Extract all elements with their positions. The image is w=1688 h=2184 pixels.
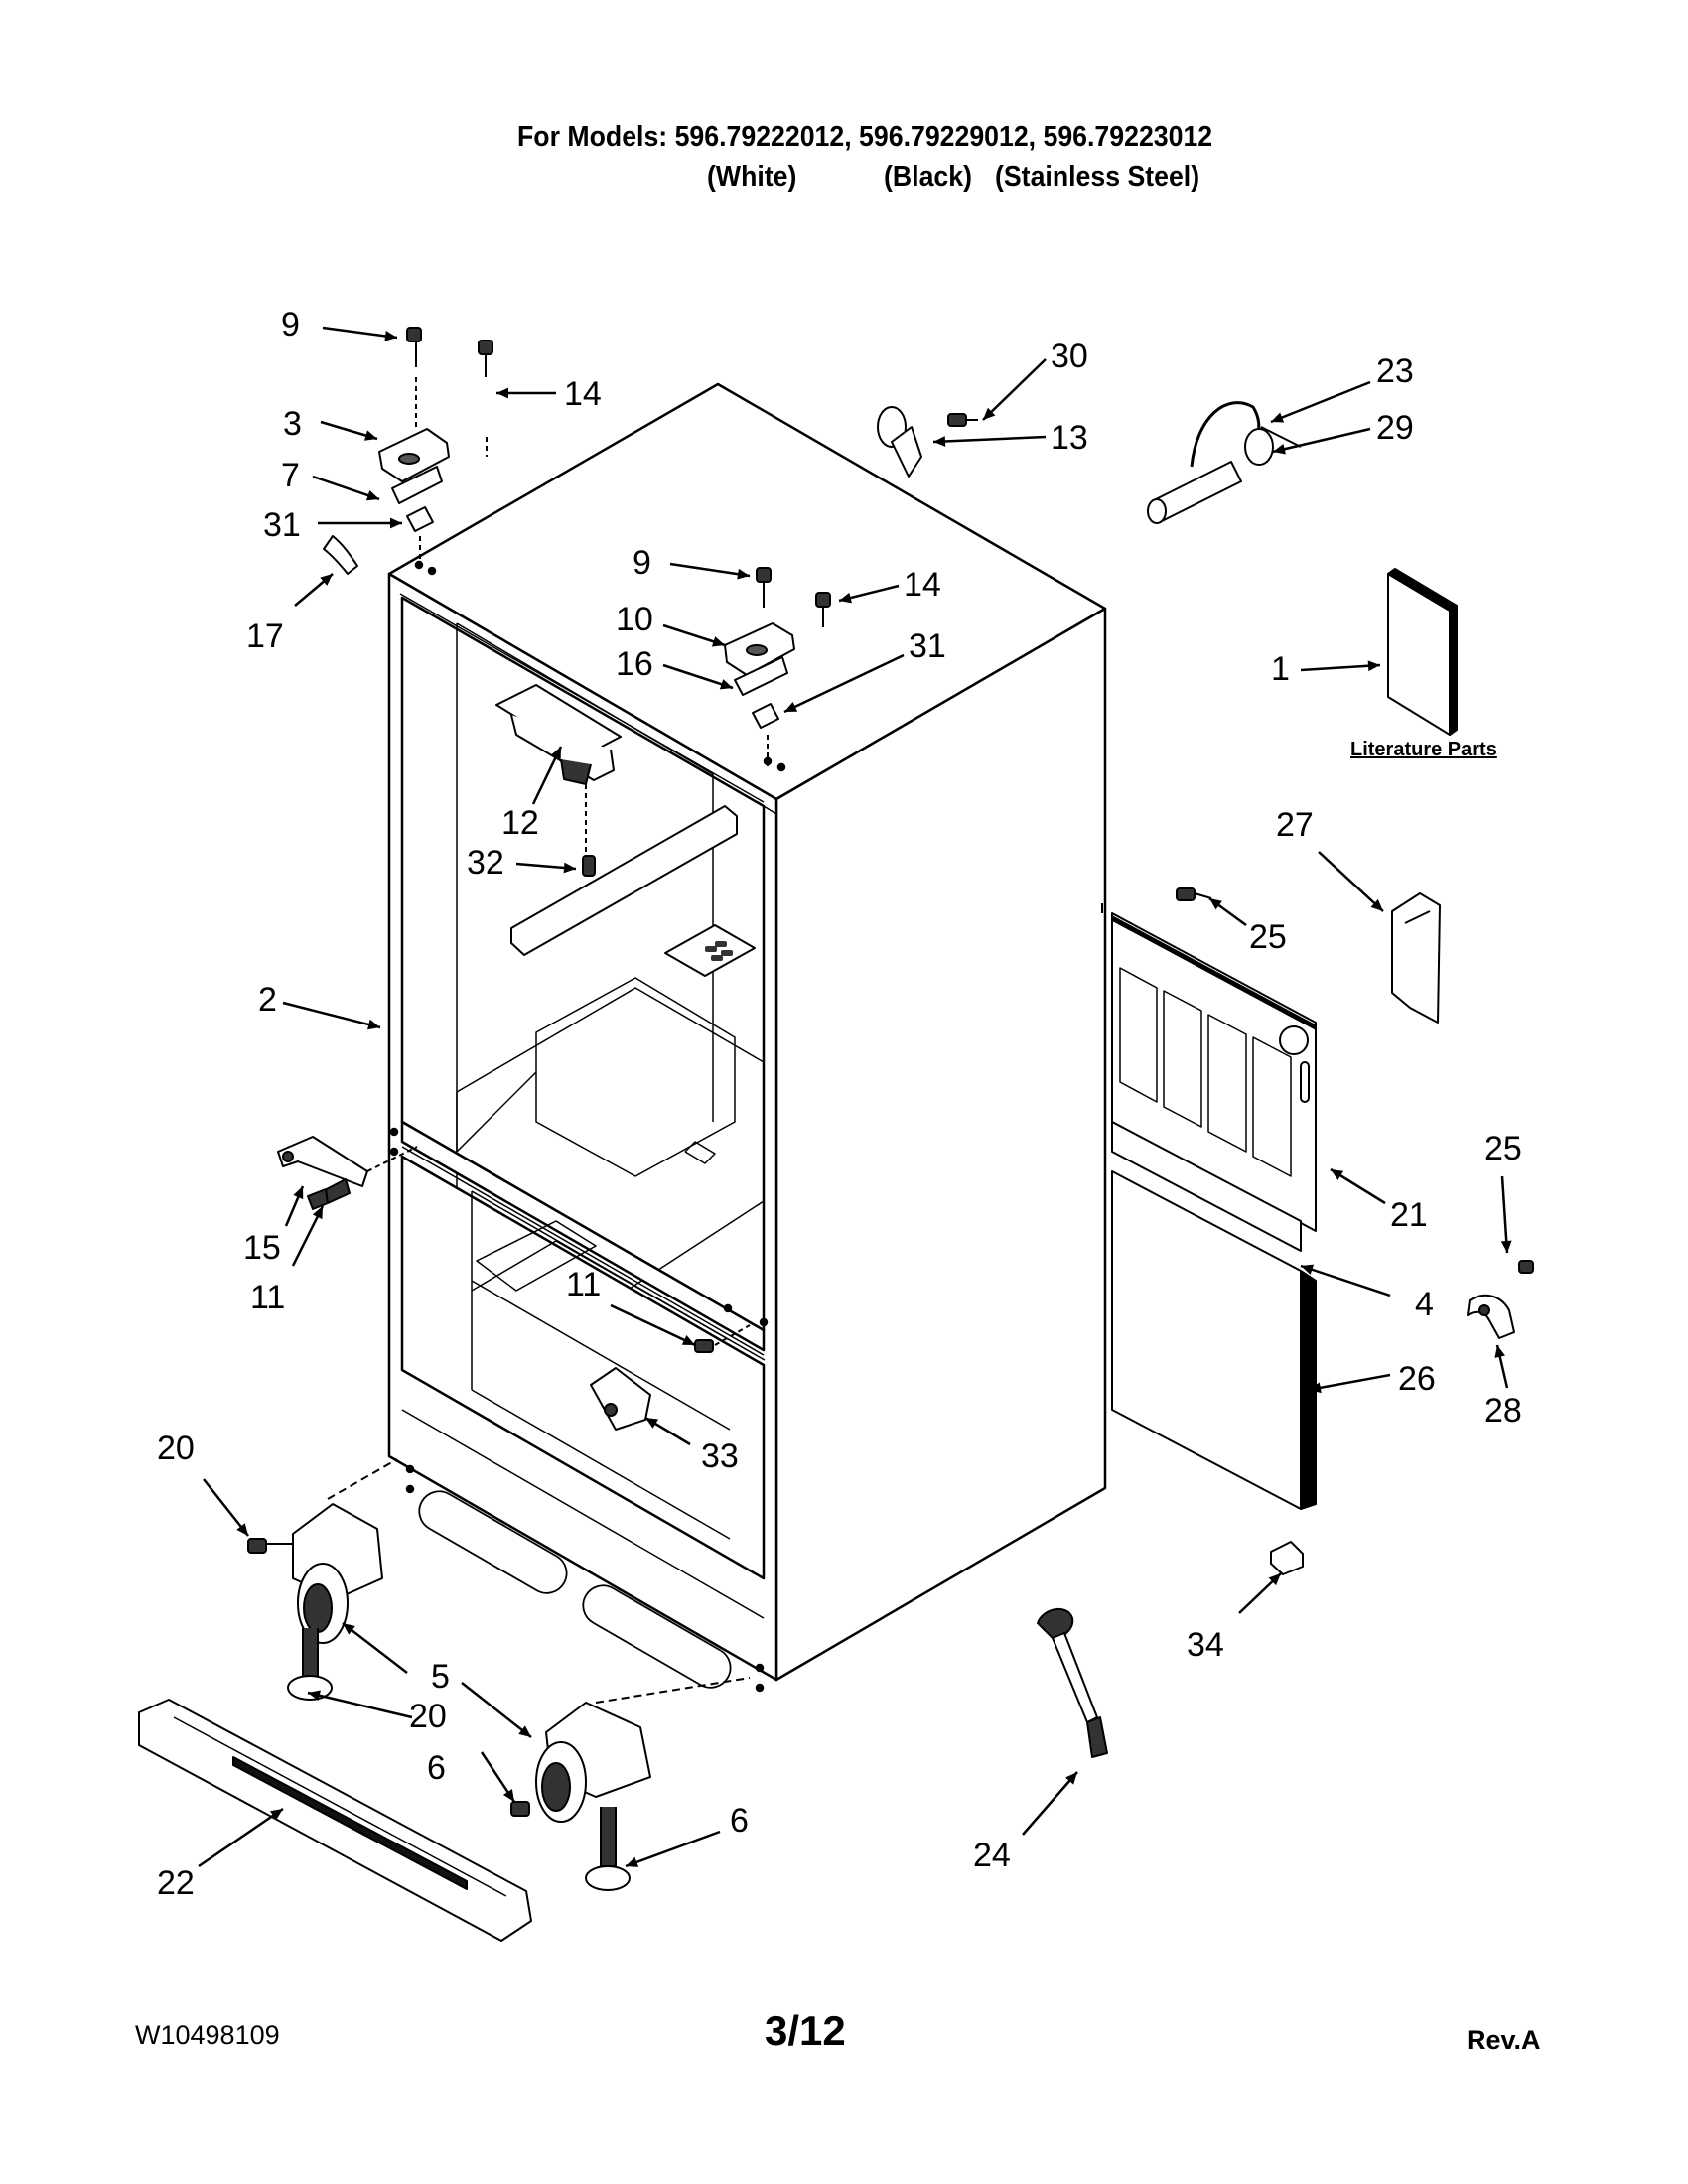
shelf-bracket xyxy=(510,805,738,956)
callout-1: 1 xyxy=(1271,650,1290,688)
literature-parts xyxy=(1387,568,1458,736)
part-21-rear-panel xyxy=(1110,912,1318,1232)
callout-3: 3 xyxy=(283,405,302,443)
top-hinge-left xyxy=(378,327,493,571)
parts xyxy=(138,327,1534,1942)
callout-31-a: 31 xyxy=(263,506,301,544)
callout-7: 7 xyxy=(281,457,300,494)
part-22-grille xyxy=(138,1699,532,1942)
callout-14-a: 14 xyxy=(564,375,602,413)
callout-16: 16 xyxy=(616,645,653,683)
models-line: For Models: 596.79222012, 596.79229012, … xyxy=(517,121,1213,153)
color-black: (Black) xyxy=(884,161,972,193)
color-stainless-steel: (Stainless Steel) xyxy=(995,161,1200,193)
callout-29: 29 xyxy=(1376,409,1414,447)
document-number: W10498109 xyxy=(135,2020,280,2050)
part-27 xyxy=(1391,892,1441,1024)
callout-10: 10 xyxy=(616,601,653,638)
part-17 xyxy=(323,535,358,575)
callout-28: 28 xyxy=(1484,1392,1522,1430)
callout-20-b: 20 xyxy=(409,1698,447,1735)
part-12 xyxy=(495,684,622,877)
callout-4: 4 xyxy=(1415,1286,1434,1323)
callout-9-b: 9 xyxy=(633,544,651,582)
callout-26: 26 xyxy=(1398,1360,1436,1398)
callout-17: 17 xyxy=(246,617,284,655)
callout-9-a: 9 xyxy=(281,306,300,343)
callout-24: 24 xyxy=(973,1837,1011,1874)
callout-32: 32 xyxy=(467,844,504,882)
part-24-tool xyxy=(1037,1608,1108,1758)
callout-2: 2 xyxy=(258,981,277,1019)
literature-parts-label: Literature Parts xyxy=(1350,739,1497,760)
callout-25-b: 25 xyxy=(1484,1130,1522,1167)
callout-27: 27 xyxy=(1276,806,1314,844)
callout-11-a: 11 xyxy=(250,1279,285,1316)
part-34 xyxy=(1270,1541,1304,1575)
callout-6-b: 6 xyxy=(730,1802,749,1840)
callout-34: 34 xyxy=(1187,1626,1224,1664)
revision: Rev.A xyxy=(1467,2025,1541,2055)
callout-15: 15 xyxy=(243,1229,281,1267)
page-number: 3/12 xyxy=(765,2007,846,2054)
callouts xyxy=(198,326,1512,1868)
part-15-bracket xyxy=(277,1136,418,1210)
part-33-bracket xyxy=(590,1367,651,1431)
callout-numbers: 9 14 3 7 31 17 30 13 23 29 9 14 10 31 16… xyxy=(157,306,1522,1902)
color-white: (White) xyxy=(707,161,797,193)
roller-right xyxy=(510,1677,751,1891)
callout-5: 5 xyxy=(431,1658,450,1696)
callout-33: 33 xyxy=(701,1437,739,1475)
callout-22: 22 xyxy=(157,1864,195,1902)
roller-left xyxy=(247,1458,398,1701)
callout-25-a: 25 xyxy=(1249,918,1287,956)
callout-14-b: 14 xyxy=(904,566,941,604)
part-28-clamp xyxy=(1467,1294,1515,1339)
callout-30: 30 xyxy=(1051,338,1088,375)
callout-11-b: 11 xyxy=(566,1266,601,1303)
part-23-29-tube xyxy=(1147,401,1302,524)
refrigerator-cabinet xyxy=(387,382,1107,1693)
callout-13: 13 xyxy=(1051,419,1088,457)
callout-6-a: 6 xyxy=(427,1749,446,1787)
part-13 xyxy=(877,406,978,478)
part-4 xyxy=(1111,1121,1302,1252)
callout-31-b: 31 xyxy=(909,627,946,665)
callout-21: 21 xyxy=(1390,1196,1428,1234)
callout-12: 12 xyxy=(501,804,539,842)
callout-23: 23 xyxy=(1376,352,1414,390)
top-hinge-right xyxy=(724,567,831,769)
callout-20-a: 20 xyxy=(157,1430,195,1467)
